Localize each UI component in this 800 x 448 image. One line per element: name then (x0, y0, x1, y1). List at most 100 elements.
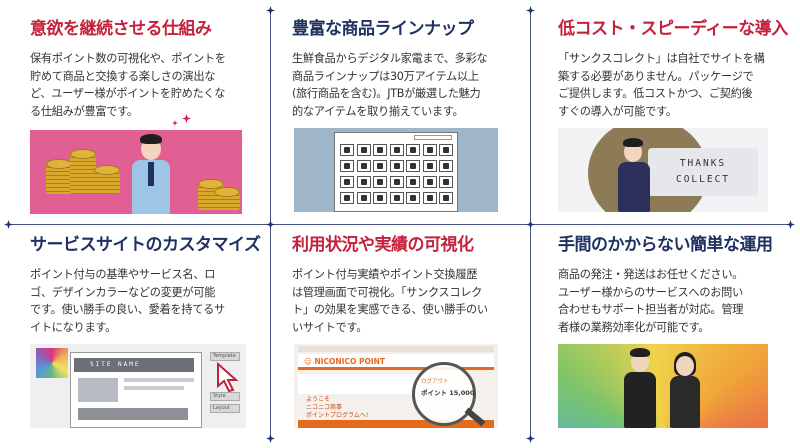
section-title: 意欲を継続させる仕組み (30, 19, 212, 39)
product-icon (443, 147, 449, 153)
presenter-figure (614, 136, 654, 212)
product-icon (410, 147, 416, 153)
product-icon (360, 179, 367, 185)
site-name-banner: SITE NAME (74, 358, 194, 372)
smile-icon: ☺ (304, 357, 315, 366)
section-title: 低コスト・スピーディーな導入 (558, 19, 788, 39)
product-tile (373, 176, 387, 188)
product-icon (443, 163, 449, 169)
support-staff-illustration (558, 344, 768, 428)
product-tile (406, 176, 420, 188)
support-staff-male (622, 348, 658, 428)
coin (214, 187, 240, 197)
product-tile (439, 176, 453, 188)
product-tile (439, 192, 453, 204)
product-icon (377, 195, 383, 201)
coin (70, 149, 96, 159)
businessman-figure (126, 134, 176, 214)
template-tag: Template (210, 352, 240, 361)
product-icon (360, 195, 367, 201)
product-tile (422, 160, 437, 172)
product-icon (344, 179, 350, 185)
magnifier: ログアウト ポイント 15,000 (412, 362, 476, 426)
coin-stack (70, 154, 96, 194)
feature-customize: サービスサイトのカスタマイズ ポイント付与の基準やサービス名、ロ ゴ、デザインカ… (30, 232, 280, 336)
product-grid-illustration (294, 128, 498, 212)
feature-visualization: 利用状況や実績の可視化 ポイント付与実績やポイント交換履歴 は管理画面で可視化。… (292, 232, 542, 336)
product-tile (439, 160, 453, 172)
product-tile (373, 144, 387, 156)
sparkle-icon (526, 6, 535, 15)
style-tag: Style (210, 392, 240, 401)
product-tile (422, 192, 437, 204)
layout-tag: Layout (210, 404, 240, 413)
product-icon (344, 163, 350, 169)
product-icon (426, 147, 433, 153)
coin (46, 159, 72, 169)
site-customize-illustration: SITE NAME Template Style Layout (30, 344, 246, 428)
product-tile (340, 144, 354, 156)
product-tile (356, 176, 371, 188)
product-icon (377, 147, 383, 153)
product-tile (373, 160, 387, 172)
product-tile (389, 144, 404, 156)
sparkle-icon (786, 220, 795, 229)
sparkle-icon (172, 120, 178, 126)
product-icon (377, 163, 383, 169)
thanks-collect-logo: THANKS COLLECT (648, 148, 758, 196)
nico-welcome: ようこそ ニコニコ商事 ポイントプログラムへ! (306, 396, 369, 419)
product-icon (377, 179, 383, 185)
product-icon (344, 147, 350, 153)
sparkle-icon (266, 434, 275, 443)
sparkle-icon (526, 220, 535, 229)
coins-illustration (30, 130, 242, 214)
product-icon (393, 147, 400, 153)
product-tile (406, 192, 420, 204)
section-body: ポイント付与の基準やサービス名、ロ ゴ、デザインカラーなどの変更が可能 です。使… (30, 268, 225, 334)
section-body: 生鮮食品からデジタル家電まで、多彩な 商品ラインナップは30万アイテム以上 (旅… (292, 52, 488, 118)
sparkle-icon (182, 114, 191, 123)
coin-stack (46, 164, 72, 194)
feature-motivation: 意欲を継続させる仕組み 保有ポイント数の可視化や、ポイントを 貯めて商品と交換す… (30, 16, 280, 120)
product-tile (406, 144, 420, 156)
nico-point-header: ☺ NICONICO POINT (298, 354, 494, 370)
product-icon (443, 195, 449, 201)
feature-low-cost: 低コスト・スピーディーな導入 「サンクスコレクト」は自社でサイトを構 築する必要… (558, 16, 800, 120)
section-body: 「サンクスコレクト」は自社でサイトを構 築する必要がありません。パッケージで ご… (558, 52, 765, 118)
coin (198, 179, 224, 189)
product-icon (344, 195, 350, 201)
product-icon (426, 163, 433, 169)
product-tile (373, 192, 387, 204)
product-icon (443, 179, 449, 185)
feature-easy-operation: 手間のかからない簡単な運用 商品の発注・発送はお任せください。 ユーザー様からの… (558, 232, 800, 336)
product-icon (393, 163, 400, 169)
product-tile (340, 160, 354, 172)
section-body: ポイント付与実績やポイント交換履歴 は管理画面で可視化。「サンクスコレク ト」の… (292, 268, 488, 334)
section-title: 手間のかからない簡単な運用 (558, 235, 773, 255)
product-tile (340, 176, 354, 188)
product-tile (389, 192, 404, 204)
section-body: 保有ポイント数の可視化や、ポイントを 貯めて商品と交換する楽しさの演出な ど、ユ… (30, 52, 226, 118)
product-icon (426, 195, 433, 201)
section-title: 豊富な商品ラインナップ (292, 19, 474, 39)
dashboard-illustration: ☺ NICONICO POINT ようこそ ニコニコ商事 ポイントプログラムへ!… (294, 344, 498, 428)
feature-lineup: 豊富な商品ラインナップ 生鮮食品からデジタル家電まで、多彩な 商品ラインナップは… (292, 16, 542, 120)
product-tile (389, 160, 404, 172)
product-icon (410, 163, 416, 169)
product-tile (422, 144, 437, 156)
sparkle-icon (266, 220, 275, 229)
section-body: 商品の発注・発送はお任せください。 ユーザー様からのサービスへのお問い 合わせも… (558, 268, 744, 334)
product-tile (340, 192, 354, 204)
product-icon (426, 179, 433, 185)
thanks-collect-illustration: THANKS COLLECT (558, 128, 768, 212)
product-icon (410, 179, 416, 185)
coin (94, 165, 120, 175)
product-icon (393, 179, 400, 185)
product-icon (410, 195, 416, 201)
product-icon (360, 147, 367, 153)
product-tile (406, 160, 420, 172)
sparkle-icon (4, 220, 13, 229)
product-tile (356, 144, 371, 156)
section-title: サービスサイトのカスタマイズ (30, 235, 261, 255)
divider-horizontal (8, 224, 792, 225)
